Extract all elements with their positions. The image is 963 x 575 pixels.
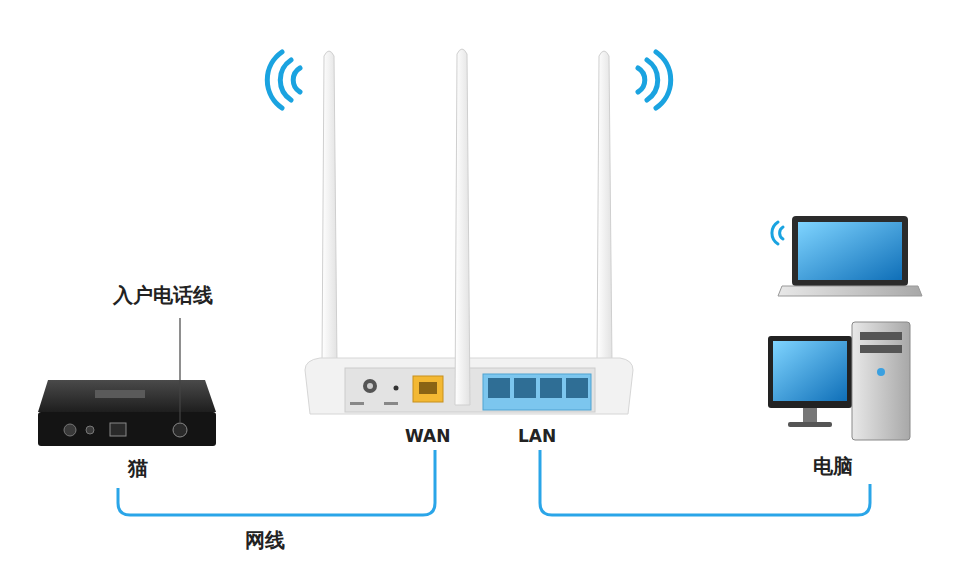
wifi-arc: [267, 52, 282, 108]
network-cable: [118, 450, 435, 515]
modem: [38, 380, 216, 446]
modem-ethernet-port: [110, 423, 126, 436]
power-jack: [367, 383, 373, 389]
leader-line: [179, 318, 180, 422]
lan-panel: [483, 374, 591, 410]
wan-port: [413, 376, 443, 402]
laptop-screen: [798, 222, 902, 280]
callout-label: 入户电话线: [113, 283, 213, 307]
monitor-screen: [773, 341, 847, 401]
wifi-arc: [638, 68, 645, 92]
monitor-frame: [768, 336, 852, 408]
wifi-arc: [656, 52, 671, 108]
modem-logo-plate: [95, 390, 145, 398]
lan-port: [540, 378, 562, 398]
wifi-arc: [780, 227, 783, 239]
drive-bay: [860, 332, 902, 340]
laptop: [772, 216, 922, 296]
port-label: WAN: [405, 426, 450, 446]
panel-mark: [384, 402, 398, 405]
wifi-arc: [772, 222, 778, 244]
laptop-lid: [792, 216, 908, 286]
computer-node: 电脑: [760, 318, 915, 484]
antenna: [597, 51, 612, 365]
monitor-stand: [803, 408, 817, 422]
device-label: 猫: [128, 456, 148, 480]
antenna: [455, 49, 470, 405]
port-label: LAN: [518, 426, 556, 446]
panel-mark: [350, 402, 364, 405]
modem-phone-port: [173, 423, 187, 437]
wan-port: [419, 382, 437, 394]
modem-port: [86, 426, 94, 434]
power-jack: [363, 379, 377, 393]
pc-tower: [852, 322, 910, 440]
reset-button: [394, 386, 399, 391]
desktop-computer: [768, 322, 910, 440]
wifi-signal: [638, 52, 671, 108]
lan-port: [566, 378, 588, 398]
wifi-arc: [647, 60, 658, 100]
drive-bay: [860, 345, 902, 353]
device-label: 电脑: [813, 454, 853, 478]
wifi-arc: [280, 60, 291, 100]
wifi-signal: [772, 222, 783, 244]
wifi-arc: [293, 68, 300, 92]
modem-front: [38, 412, 216, 446]
wifi-signal: [267, 52, 300, 108]
cable-label: 网线: [243, 528, 287, 552]
modem-port: [64, 424, 76, 436]
monitor-base: [788, 422, 832, 427]
network-cable: [540, 450, 870, 515]
router-node: WAN LAN: [305, 355, 635, 450]
lan-port: [514, 378, 536, 398]
laptop-base: [778, 286, 922, 296]
lan-port: [488, 378, 510, 398]
modem-top: [38, 380, 216, 412]
power-button: [877, 368, 885, 376]
modem-node: 猫: [38, 376, 220, 488]
antenna: [322, 51, 337, 365]
